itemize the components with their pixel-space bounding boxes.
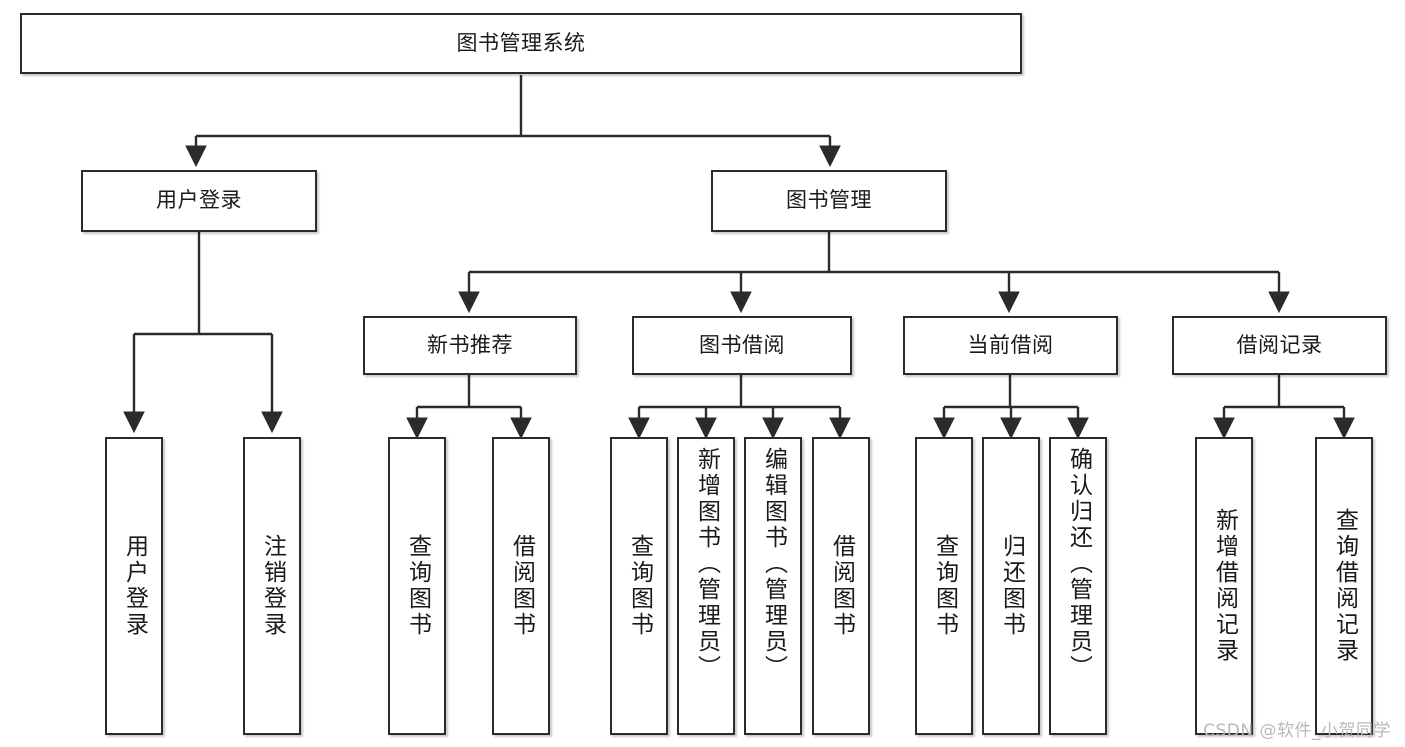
leaf-user-login-logout-label: 注销登录	[259, 534, 286, 638]
node-root-label: 图书管理系统	[456, 30, 586, 55]
node-borrow-record[interactable]: 借阅记录	[1172, 316, 1387, 375]
leaf-current-borrow-query[interactable]: 查询图书	[915, 437, 973, 735]
leaf-new-book-borrow-label: 借阅图书	[508, 534, 535, 638]
node-new-book-recommend-label: 新书推荐	[427, 332, 513, 357]
leaf-book-borrow-add[interactable]: 新增图书（管理员）	[677, 437, 735, 735]
leaf-new-book-query-label: 查询图书	[404, 534, 431, 638]
node-current-borrow-label: 当前借阅	[967, 332, 1054, 357]
leaf-current-borrow-confirm-return[interactable]: 确认归还（管理员）	[1049, 437, 1107, 735]
node-new-book-recommend[interactable]: 新书推荐	[363, 316, 577, 375]
leaf-book-borrow-edit-label: 编辑图书（管理员）	[760, 447, 787, 681]
node-root-book-management-system[interactable]: 图书管理系统	[20, 13, 1022, 74]
leaf-current-borrow-return[interactable]: 归还图书	[982, 437, 1040, 735]
leaf-borrow-record-add-label: 新增借阅记录	[1211, 508, 1238, 664]
leaf-book-borrow-edit[interactable]: 编辑图书（管理员）	[744, 437, 802, 735]
leaf-book-borrow-add-label: 新增图书（管理员）	[693, 447, 720, 681]
node-user-login[interactable]: 用户登录	[81, 170, 317, 232]
leaf-book-borrow-query-label: 查询图书	[626, 534, 653, 638]
leaf-book-borrow-borrow[interactable]: 借阅图书	[812, 437, 870, 735]
node-book-borrow[interactable]: 图书借阅	[632, 316, 852, 375]
leaf-current-borrow-return-label: 归还图书	[998, 534, 1025, 638]
leaf-user-login-login-label: 用户登录	[121, 534, 148, 638]
leaf-book-borrow-borrow-label: 借阅图书	[828, 534, 855, 638]
node-book-borrow-label: 图书借阅	[699, 332, 785, 357]
leaf-borrow-record-add[interactable]: 新增借阅记录	[1195, 437, 1253, 735]
node-user-login-label: 用户登录	[156, 188, 242, 213]
leaf-new-book-borrow[interactable]: 借阅图书	[492, 437, 550, 735]
leaf-current-borrow-query-label: 查询图书	[931, 534, 958, 638]
node-borrow-record-label: 借阅记录	[1236, 332, 1323, 357]
leaf-user-login-logout[interactable]: 注销登录	[243, 437, 301, 735]
leaf-current-borrow-confirm-return-label: 确认归还（管理员）	[1065, 447, 1092, 681]
node-book-management[interactable]: 图书管理	[711, 170, 947, 232]
leaf-borrow-record-query[interactable]: 查询借阅记录	[1315, 437, 1373, 735]
leaf-new-book-query[interactable]: 查询图书	[388, 437, 446, 735]
node-book-management-label: 图书管理	[786, 188, 872, 213]
leaf-user-login-login[interactable]: 用户登录	[105, 437, 163, 735]
node-current-borrow[interactable]: 当前借阅	[903, 316, 1118, 375]
leaf-borrow-record-query-label: 查询借阅记录	[1331, 508, 1358, 664]
leaf-book-borrow-query[interactable]: 查询图书	[610, 437, 668, 735]
